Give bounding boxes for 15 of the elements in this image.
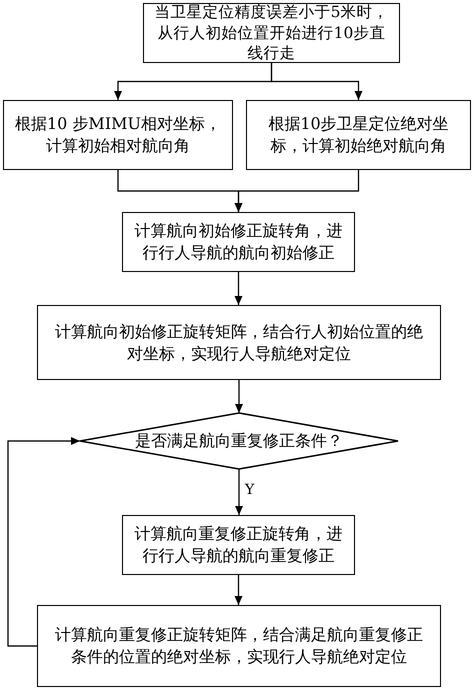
arrow xyxy=(234,272,242,305)
process-box: 根据10 步MIMU相对坐标，计算初始相对航向角 xyxy=(3,100,233,170)
process-box: 当卫星定位精度误差小于5米时，从行人初始位置开始进行10步直线行走 xyxy=(143,3,400,63)
arrow xyxy=(234,170,360,212)
arrow xyxy=(234,575,242,605)
process-box: 计算航向初始修正旋转角，进行行人导航的航向初始修正 xyxy=(122,212,355,272)
process-box: 计算航向重复修正旋转角，进行行人导航的航向重复修正 xyxy=(122,515,355,575)
process-box: 根据10步卫星定位绝对坐标，计算初始绝对航向角 xyxy=(246,100,471,170)
arrow xyxy=(235,380,243,413)
arrow xyxy=(7,437,80,647)
process-box: 计算航向重复修正旋转矩阵，结合满足航向重复修正条件的位置的绝对坐标，实现行人导航绝对定位 xyxy=(37,605,441,687)
arrow xyxy=(270,63,362,100)
decision-text: 是否满足航向重复修正条件？ xyxy=(135,430,343,452)
arrow xyxy=(235,469,243,515)
process-box: 计算航向初始修正旋转矩阵，结合行人初始位置的绝对坐标，实现行人导航绝对定位 xyxy=(37,305,441,380)
